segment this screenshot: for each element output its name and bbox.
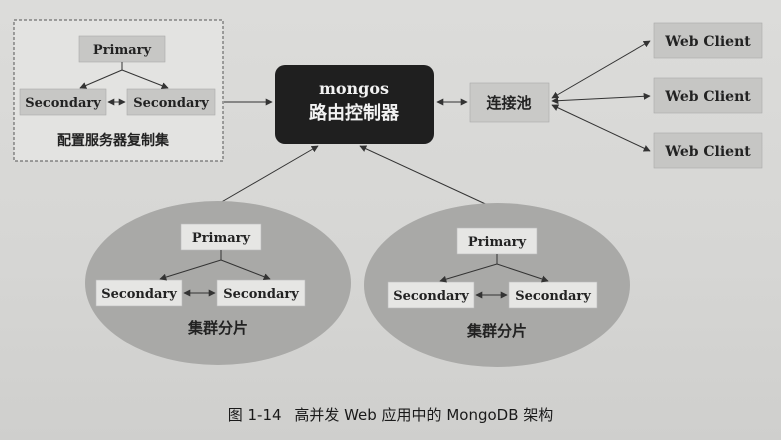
pool-client2-arrow <box>551 92 651 105</box>
shard-left-secondary-right-node: Secondary <box>216 279 306 307</box>
shard-left-label: 集群分片 <box>187 319 248 337</box>
config-arrow-primary-right <box>121 69 169 89</box>
web-client-1-label: Web Client <box>664 34 751 50</box>
pool-client1-arrow <box>551 40 651 99</box>
config-secondary-left-node: Secondary <box>19 88 107 116</box>
shard-right-primary-label: Primary <box>468 235 527 250</box>
config-replica-set-label: 配置服务器复制集 <box>57 132 170 149</box>
config-secondary-right-label: Secondary <box>133 96 209 111</box>
mongos-subtitle: 路由控制器 <box>309 102 400 124</box>
config-secondary-left-label: Secondary <box>25 96 101 111</box>
connection-pool-label: 连接池 <box>486 94 531 112</box>
mongos-shard-left-arrow <box>205 145 319 212</box>
config-primary-label: Primary <box>93 43 152 58</box>
figure-number: 图 1-14 <box>227 406 282 424</box>
web-client-1: Web Client <box>653 22 763 59</box>
shard-left-secondary-left-label: Secondary <box>101 287 177 302</box>
shard-left-primary-label: Primary <box>192 231 251 246</box>
shard-right-arrow-primary-right <box>496 263 549 283</box>
shard-left-secondary-left-node: Secondary <box>95 279 183 307</box>
shard-right-secondary-left-label: Secondary <box>393 289 469 304</box>
connection-pool-node: 连接池 <box>469 82 550 123</box>
shard-right-label: 集群分片 <box>466 322 527 340</box>
pool-client3-arrow <box>551 104 651 152</box>
shard-left-arrow-primary-right <box>220 259 271 280</box>
figure-title: 高并发 Web 应用中的 MongoDB 架构 <box>294 406 554 424</box>
web-client-3-label: Web Client <box>664 144 751 160</box>
shard-right-ellipse <box>364 203 630 367</box>
web-client-2-label: Web Client <box>664 89 751 105</box>
config-primary-node: Primary <box>78 35 166 63</box>
mongos-title: mongos <box>319 79 389 98</box>
shard-right-secondary-right-label: Secondary <box>515 289 591 304</box>
figure-caption: 图 1-14 高并发 Web 应用中的 MongoDB 架构 <box>0 404 781 425</box>
web-client-3: Web Client <box>653 132 763 169</box>
shard-right-secondary-left-node: Secondary <box>387 281 475 309</box>
web-client-2: Web Client <box>653 77 763 114</box>
shard-right-secondary-right-node: Secondary <box>508 281 598 309</box>
config-secondary-right-node: Secondary <box>126 88 216 116</box>
shard-left-primary-node: Primary <box>180 223 262 251</box>
mongos-shard-right-arrow <box>359 145 506 214</box>
mongos-router-node: mongos 路由控制器 <box>275 65 434 144</box>
shard-right-primary-node: Primary <box>456 227 538 255</box>
shard-left-secondary-right-label: Secondary <box>223 287 299 302</box>
